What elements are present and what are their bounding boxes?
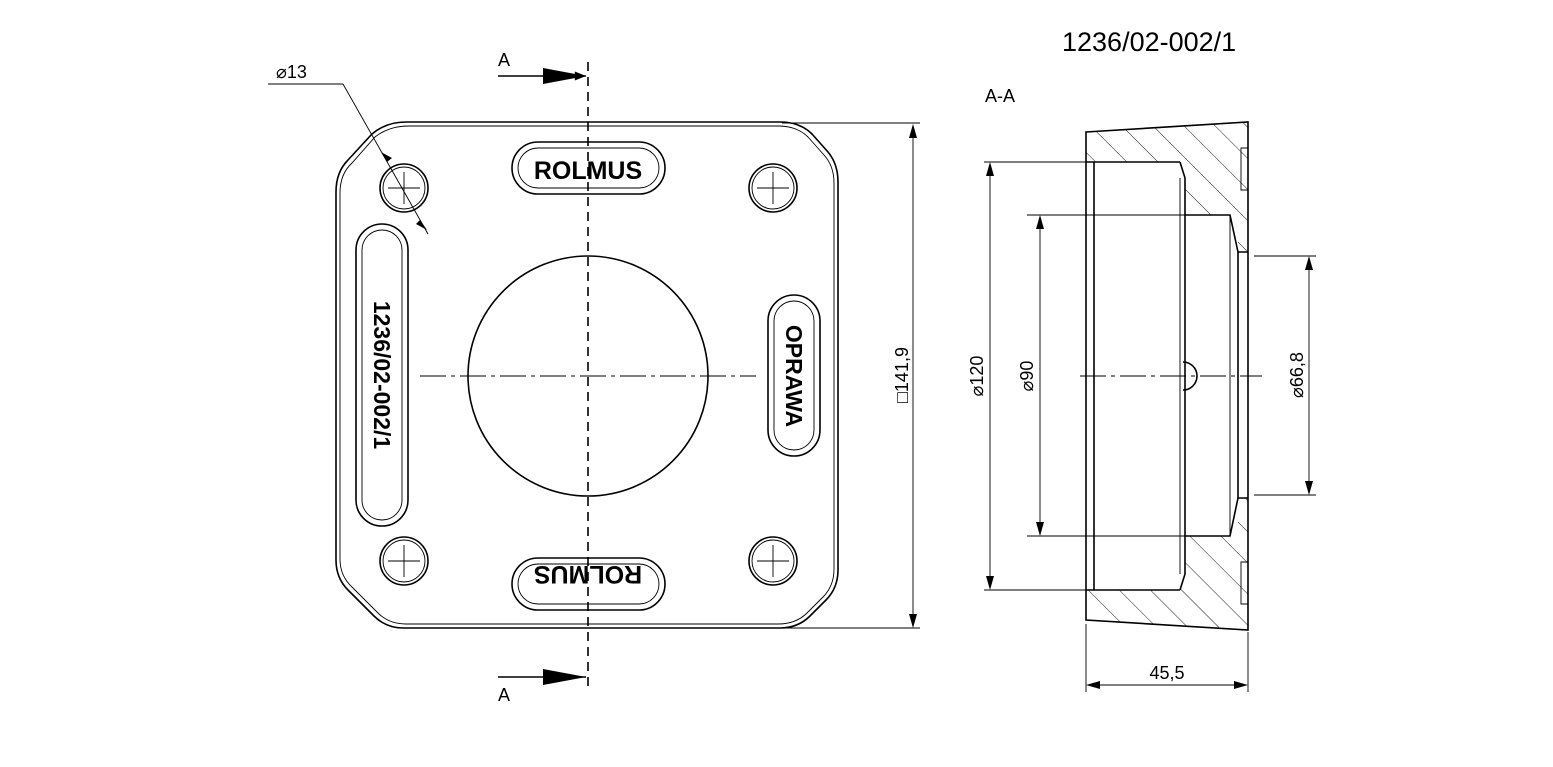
outer-diameter-label: ⌀120 — [967, 356, 987, 397]
cut-arrow-top: A — [498, 50, 586, 84]
inner-diameter-dimension: ⌀90 — [1017, 214, 1185, 537]
section-hatch-top — [1086, 122, 1248, 252]
cut-label-top: A — [498, 50, 510, 70]
bolt-hole-bottom-left — [379, 536, 429, 586]
square-size-label: □141,9 — [892, 347, 912, 403]
outer-diameter-dimension: ⌀120 — [967, 161, 1086, 591]
emboss-pad-left: 1236/02-002/1 — [355, 223, 409, 527]
bore-diameter-dimension: ⌀66,8 — [1254, 255, 1316, 496]
bolt-hole-bottom-right — [748, 536, 798, 586]
section-hatch-bottom — [1086, 498, 1248, 630]
square-size-dimension: □141,9 — [782, 122, 920, 629]
hole-diameter-callout: ⌀13 — [268, 62, 429, 235]
depth-dimension: 45,5 — [1085, 624, 1249, 692]
drawing-number: 1236/02-002/1 — [1062, 27, 1236, 57]
plate-outline — [335, 121, 839, 629]
depth-label: 45,5 — [1149, 663, 1184, 683]
section-view: 1236/02-002/1 A-A ⌀120 — [967, 27, 1316, 692]
hole-diameter-label: ⌀13 — [276, 62, 307, 82]
emboss-text-left: 1236/02-002/1 — [369, 301, 395, 450]
section-view-label: A-A — [985, 86, 1015, 106]
cut-arrow-bottom: A — [498, 669, 586, 705]
bolt-hole-top-left — [379, 163, 429, 213]
plate-inner-outline — [339, 125, 835, 625]
bolt-hole-top-right — [748, 163, 798, 213]
emboss-pad-right: OPRAWA — [767, 294, 821, 457]
emboss-text-right: OPRAWA — [781, 325, 807, 427]
centre-notch — [1182, 361, 1198, 391]
inner-diameter-label: ⌀90 — [1017, 361, 1037, 392]
cut-label-bottom: A — [498, 685, 510, 705]
bore-diameter-label: ⌀66,8 — [1287, 352, 1307, 398]
front-view: ROLMUS ROLMUS 1236/02-002/1 OPRAWA A — [268, 50, 920, 705]
